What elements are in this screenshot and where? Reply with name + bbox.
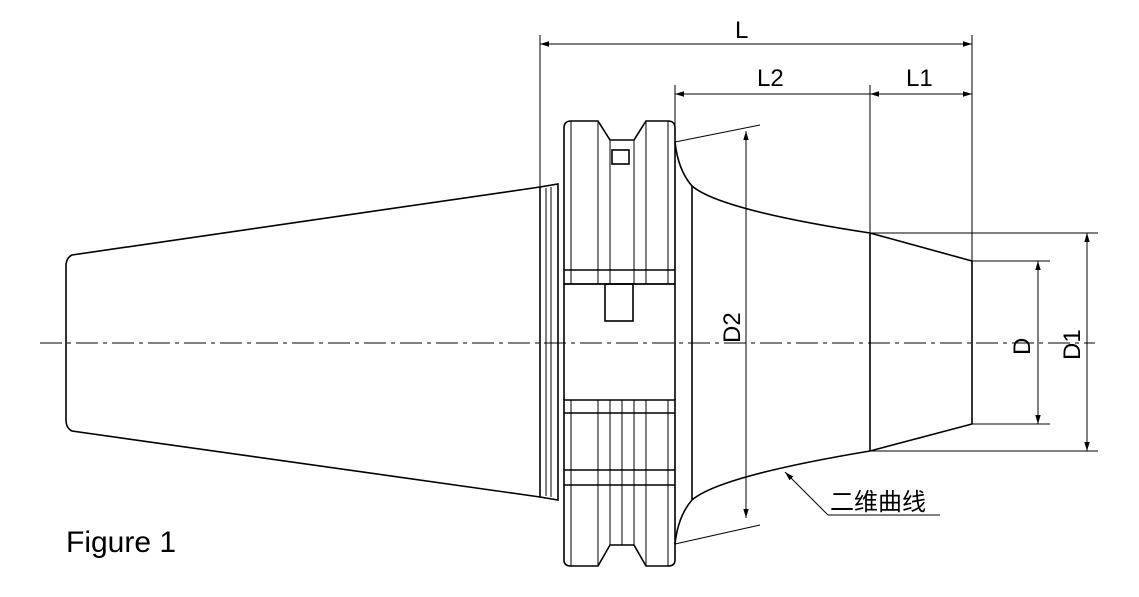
- dim-label-D1: D1: [1059, 329, 1086, 360]
- extension-lines: [539, 35, 1098, 545]
- dimension-lines: [540, 41, 1090, 518]
- figure-caption: Figure 1: [66, 526, 177, 559]
- dim-label-D: D: [1009, 338, 1036, 355]
- dim-label-L2: L2: [757, 65, 784, 92]
- dim-label-D2: D2: [719, 312, 746, 343]
- nose-curved-profile: [674, 141, 973, 545]
- curve-callout-leader: [784, 471, 940, 516]
- dim-label-L1: L1: [906, 65, 933, 92]
- flange: [563, 120, 676, 567]
- dim-label-L: L: [735, 17, 748, 44]
- curve-callout-text: 二维曲线: [830, 489, 926, 516]
- taper-shank: [65, 183, 559, 501]
